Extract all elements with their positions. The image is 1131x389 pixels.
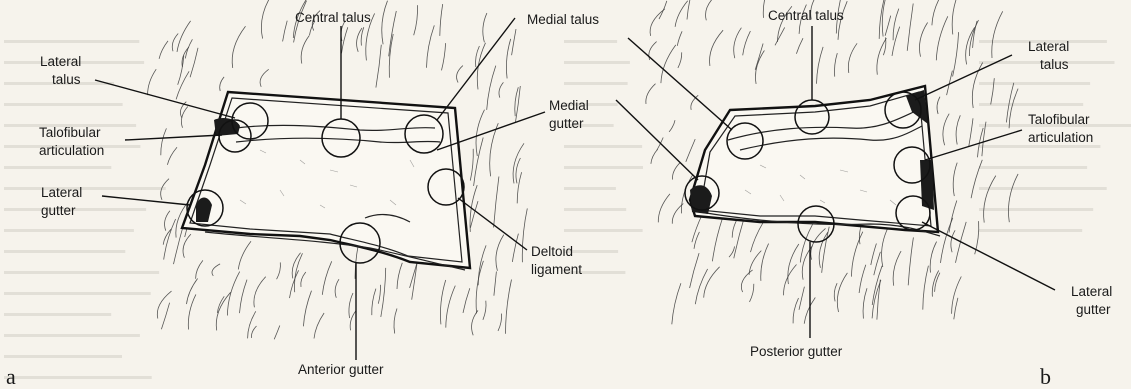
panel-letter-a: a bbox=[6, 364, 16, 389]
label-posterior-gutter-b: Posterior gutter bbox=[750, 344, 843, 359]
label-medial-gutter-a-line2: gutter bbox=[549, 116, 584, 131]
label-central-talus-b: Central talus bbox=[768, 8, 844, 23]
panel-b-illustration: Central talus Lateral talus Talofibular … bbox=[616, 0, 1112, 389]
background-text-bleed bbox=[4, 40, 1131, 379]
label-talofibular-b-line1: Talofibular bbox=[1028, 112, 1090, 127]
panel-letter-b: b bbox=[1040, 364, 1051, 389]
label-lateral-talus-a-line1: Lateral bbox=[40, 54, 81, 69]
panel-a-joint-window bbox=[182, 92, 470, 270]
label-deltoid-a-line1: Deltoid bbox=[531, 244, 573, 259]
label-lateral-gutter-b-line2: gutter bbox=[1076, 302, 1111, 317]
label-lateral-gutter-b-line1: Lateral bbox=[1071, 284, 1112, 299]
label-lateral-talus-b-line2: talus bbox=[1040, 57, 1069, 72]
label-anterior-gutter-a: Anterior gutter bbox=[298, 362, 384, 377]
label-lateral-talus-b-line1: Lateral bbox=[1028, 39, 1069, 54]
label-central-talus-a: Central talus bbox=[295, 10, 371, 25]
label-lateral-talus-a-line2: talus bbox=[52, 72, 81, 87]
label-deltoid-a-line2: ligament bbox=[531, 262, 582, 277]
label-lateral-gutter-a-line2: gutter bbox=[41, 203, 76, 218]
label-medial-gutter-a-line1: Medial bbox=[549, 98, 589, 113]
label-medial-talus-a: Medial talus bbox=[527, 12, 599, 27]
label-talofibular-b-line2: articulation bbox=[1028, 130, 1093, 145]
label-lateral-gutter-a-line1: Lateral bbox=[41, 185, 82, 200]
label-talofibular-a-line1: Talofibular bbox=[39, 125, 101, 140]
label-talofibular-a-line2: articulation bbox=[39, 143, 104, 158]
panel-a-illustration: Central talus Medial talus Lateral talus… bbox=[6, 0, 599, 389]
panel-b-joint-window bbox=[685, 86, 940, 242]
